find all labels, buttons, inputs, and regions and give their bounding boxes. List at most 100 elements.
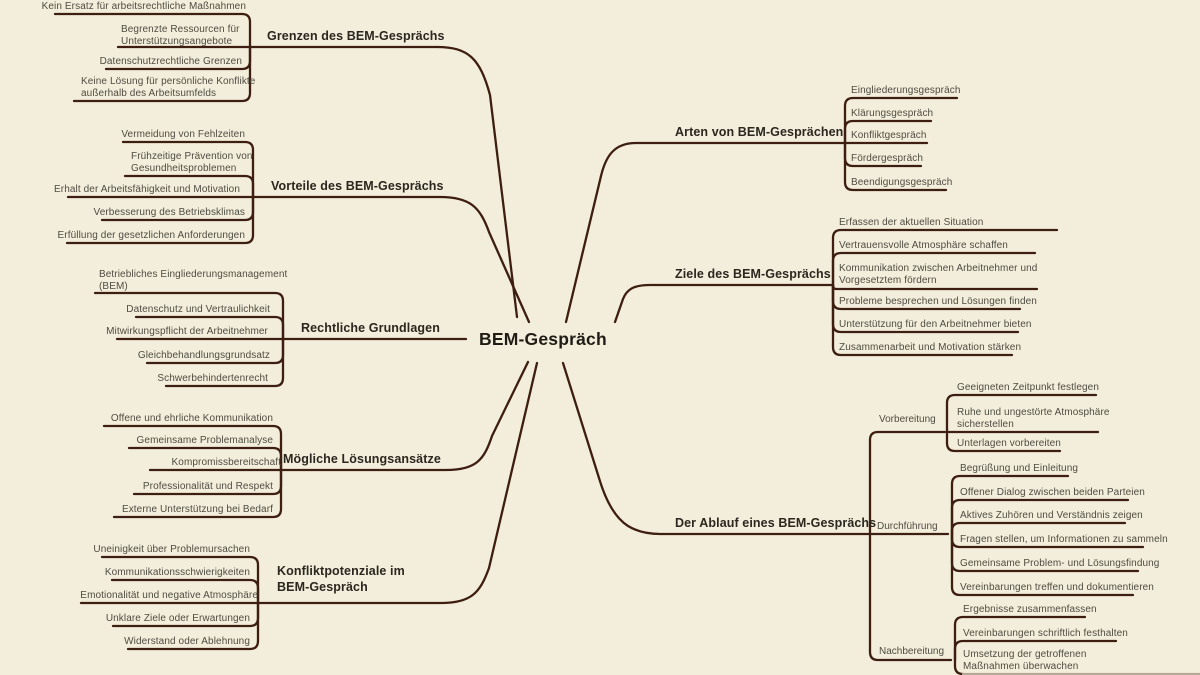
connector-branch bbox=[256, 361, 539, 605]
node-arten-child: Konfliktgespräch bbox=[851, 130, 927, 141]
connector-child bbox=[950, 532, 1135, 597]
connector-child bbox=[953, 639, 1118, 662]
connector-child bbox=[127, 446, 283, 472]
root-node: BEM-Gespräch bbox=[479, 329, 607, 349]
connector-group-rechtliche bbox=[93, 291, 468, 388]
node-konflikte-child: Unklare Ziele oder Erwartungen bbox=[105, 613, 250, 624]
branch-grenzen-label: Grenzen des BEM-Gesprächs bbox=[267, 29, 445, 43]
connector-branch bbox=[251, 195, 531, 324]
node-grenzen-child: Keine Lösung für persönliche Konflikte a… bbox=[81, 76, 256, 99]
node-ziele-child: Vertrauensvolle Atmosphäre schaffen bbox=[839, 240, 1008, 251]
connector-child bbox=[102, 424, 283, 472]
connector-group-vorteile bbox=[65, 140, 531, 324]
node-durchfuehrung-child: Begrüßung und Einleitung bbox=[960, 463, 1079, 474]
connector-child bbox=[843, 119, 933, 145]
node-nachbereitung-child: Ergebnisse zusammenfassen bbox=[963, 604, 1097, 615]
connector-branch bbox=[248, 45, 519, 319]
branch-ablauf-label: Der Ablauf eines BEM-Gesprächs bbox=[675, 516, 877, 530]
node-rechtliche-child: Schwerbehindertenrecht bbox=[157, 373, 268, 384]
node-rechtliche-child: Betriebliches Eingliederungsmanagement (… bbox=[99, 269, 288, 292]
node-ziele-child: Erfassen der aktuellen Situation bbox=[839, 217, 984, 228]
node-vorteile-child: Frühzeitige Prävention von Gesundheitspr… bbox=[131, 151, 253, 174]
connector-child bbox=[126, 601, 260, 651]
connector-child bbox=[110, 578, 260, 605]
node-ziele-child: Probleme besprechen und Lösungen finden bbox=[839, 296, 1037, 307]
node-konflikte-child: Uneinigkeit über Problemursachen bbox=[93, 544, 250, 555]
node-grenzen-child: Kein Ersatz für arbeitsrechtliche Maßnah… bbox=[41, 1, 246, 12]
node-konflikte-child: Widerstand oder Ablehnung bbox=[124, 636, 250, 647]
connector-branch bbox=[279, 360, 530, 472]
branch-rechtliche-label: Rechtliche Grundlagen bbox=[301, 321, 440, 335]
connector-child bbox=[53, 12, 252, 49]
node-durchfuehrung-child: Fragen stellen, um Informationen zu samm… bbox=[960, 534, 1168, 545]
branch-ziele-label: Ziele des BEM-Gesprächs bbox=[675, 267, 831, 281]
connector-child bbox=[950, 498, 1130, 536]
node-arten-child: Eingliederungsgespräch bbox=[851, 85, 961, 96]
node-grenzen-child: Begrenzte Ressourcen für Unterstützungsa… bbox=[121, 24, 240, 47]
connector-child bbox=[843, 96, 959, 145]
node-loesungen-child: Offene und ehrliche Kommunikation bbox=[110, 413, 273, 424]
node-vorbereitung-child: Ruhe und ungestörte Atmosphäre sicherste… bbox=[957, 407, 1110, 430]
connector-group-konflikte bbox=[79, 361, 539, 651]
node-loesungen-child: Professionalität und Respekt bbox=[142, 481, 273, 492]
node-loesungen-child: Gemeinsame Problemanalyse bbox=[136, 435, 273, 446]
connector-child bbox=[950, 521, 1127, 536]
phase-vorbereitung-label: Vorbereitung bbox=[879, 414, 936, 425]
node-durchfuehrung-child: Vereinbarungen treffen und dokumentieren bbox=[960, 582, 1154, 593]
connector-branch bbox=[564, 141, 847, 324]
node-ziele-child: Unterstützung für den Arbeitnehmer biete… bbox=[839, 319, 1032, 330]
connector-branch bbox=[613, 283, 835, 324]
node-ziele-child: Kommunikation zwischen Arbeitnehmer und … bbox=[839, 263, 1038, 286]
connector-child bbox=[123, 174, 255, 199]
node-vorteile-child: Vermeidung von Fehlzeiten bbox=[121, 129, 245, 140]
connector-child bbox=[950, 474, 1070, 536]
node-grenzen-child: Datenschutzrechtliche Grenzen bbox=[99, 56, 242, 67]
branch-vorteile-label: Vorteile des BEM-Gesprächs bbox=[271, 179, 444, 193]
node-ziele-child: Zusammenarbeit und Motivation stärken bbox=[839, 342, 1022, 353]
node-durchfuehrung-child: Offener Dialog zwischen beiden Parteien bbox=[960, 487, 1145, 498]
connector-phase bbox=[868, 532, 953, 662]
node-vorteile-child: Erhalt der Arbeitsfähigkeit und Motivati… bbox=[54, 184, 240, 195]
connector-child bbox=[953, 615, 1087, 662]
connector-child bbox=[93, 291, 285, 341]
branch-arten-label: Arten von BEM-Gesprächen bbox=[675, 125, 844, 139]
branch-konflikte-label: Konfliktpotenziale im BEM-Gespräch bbox=[277, 564, 405, 594]
node-durchfuehrung-child: Gemeinsame Problem- und Lösungsfindung bbox=[960, 558, 1160, 569]
connector-group-ablauf bbox=[561, 361, 1200, 675]
node-konflikte-child: Emotionalität und negative Atmosphäre bbox=[80, 590, 258, 601]
node-durchfuehrung-child: Aktives Zuhören und Verständnis zeigen bbox=[960, 510, 1143, 521]
node-vorteile-child: Verbesserung des Betriebsklimas bbox=[93, 207, 245, 218]
node-arten-child: Beendigungsgespräch bbox=[851, 177, 953, 188]
connector-child bbox=[831, 251, 1037, 287]
connector-group-loesungen bbox=[102, 360, 530, 519]
node-arten-child: Fördergespräch bbox=[851, 153, 923, 164]
branch-loesungen-label: Mögliche Lösungsansätze bbox=[283, 452, 441, 466]
connector-child bbox=[953, 658, 965, 675]
connector-child bbox=[945, 393, 1098, 434]
connector-child bbox=[831, 228, 1059, 287]
node-arten-child: Klärungsgespräch bbox=[851, 108, 934, 119]
connector-child bbox=[945, 430, 1062, 453]
node-vorbereitung-child: Unterlagen vorbereiten bbox=[957, 438, 1061, 449]
connector-child bbox=[164, 337, 285, 388]
connector-child bbox=[112, 468, 283, 519]
node-nachbereitung-child: Umsetzung der getroffenen Maßnahmen über… bbox=[963, 649, 1087, 672]
node-loesungen-child: Kompromissbereitschaft bbox=[171, 457, 281, 468]
phase-nachbereitung-label: Nachbereitung bbox=[879, 646, 945, 657]
connector-child bbox=[121, 140, 255, 199]
node-nachbereitung-child: Vereinbarungen schriftlich festhalten bbox=[963, 628, 1128, 639]
connector-group-ziele bbox=[613, 228, 1059, 357]
connector-child bbox=[100, 555, 260, 605]
connector-child bbox=[72, 45, 252, 103]
node-vorteile-child: Erfüllung der gesetzlichen Anforderungen bbox=[57, 230, 245, 241]
connector-child bbox=[134, 315, 285, 341]
node-loesungen-child: Externe Unterstützung bei Bedarf bbox=[121, 504, 273, 515]
node-rechtliche-child: Mitwirkungspflicht der Arbeitnehmer bbox=[106, 326, 268, 337]
connector-child bbox=[65, 195, 255, 245]
node-rechtliche-child: Gleichbehandlungsgrundsatz bbox=[137, 350, 270, 361]
node-konflikte-child: Kommunikationsschwierigkeiten bbox=[104, 567, 250, 578]
connector-group-grenzen bbox=[53, 12, 519, 319]
connector-branch bbox=[561, 361, 872, 536]
